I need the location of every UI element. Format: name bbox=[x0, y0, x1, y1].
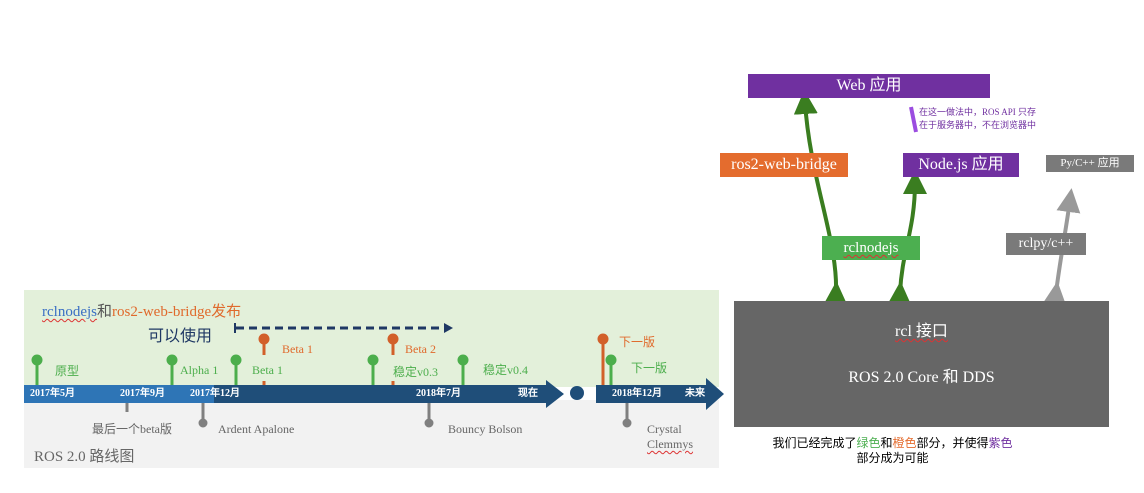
milestone-prototype: 原型 bbox=[55, 364, 80, 378]
pin-next-orange-head bbox=[597, 333, 609, 345]
rcl-label: rcl 接口 bbox=[895, 323, 948, 340]
web-app-box: Web 应用 bbox=[748, 74, 990, 98]
bar-segment-past bbox=[24, 385, 214, 403]
pin-bouncy-head bbox=[424, 418, 434, 428]
pin-ardent-head bbox=[198, 418, 208, 428]
milestone-alpha1: Alpha 1 bbox=[180, 363, 219, 377]
headline-release: 发布 bbox=[211, 304, 242, 320]
pin-beta1-orange-head bbox=[258, 333, 270, 345]
dash-arrow-head bbox=[444, 323, 453, 333]
date-2018-07: 2018年7月 bbox=[416, 388, 461, 399]
date-2017-09: 2017年9月 bbox=[120, 388, 165, 399]
date-future: 未来 bbox=[685, 388, 705, 399]
note-line2: 在于服务器中，不在浏览器中 bbox=[919, 120, 1037, 130]
note-line1: 在这一做法中，ROS API 只存 bbox=[919, 107, 1037, 117]
release-clemmys: Clemmys bbox=[647, 437, 694, 451]
note-bar bbox=[909, 106, 918, 133]
headline-and: 和 bbox=[96, 304, 112, 320]
release-crystal: Crystal bbox=[647, 422, 682, 436]
bar-segment-current bbox=[214, 385, 546, 403]
caption-line1: 我们已经完成了绿色和橙色部分，并使得紫色 bbox=[772, 436, 1013, 450]
pin-alpha1-head bbox=[166, 354, 178, 366]
pin-v04-head bbox=[457, 354, 469, 366]
milestone-beta1-green: Beta 1 bbox=[252, 363, 283, 377]
pin-next-green-head bbox=[605, 354, 617, 366]
bridge-box: ros2-web-bridge bbox=[720, 153, 848, 177]
timeline-title: ROS 2.0 路线图 bbox=[34, 449, 135, 465]
caption-line2: 部分成为可能 bbox=[856, 451, 929, 465]
date-now: 现在 bbox=[518, 388, 538, 399]
core-label: ROS 2.0 Core 和 DDS bbox=[848, 369, 995, 386]
milestone-next-orange: 下一版 bbox=[619, 335, 656, 349]
rclpy-box: rclpy/c++ bbox=[1006, 233, 1086, 255]
pin-crystal-head bbox=[622, 418, 632, 428]
bar-arrow-future bbox=[706, 378, 724, 410]
milestone-beta2: Beta 2 bbox=[405, 342, 436, 356]
bar-segment-future bbox=[596, 385, 708, 403]
pin-beta2-head bbox=[387, 333, 399, 345]
arrow-bridge-web bbox=[793, 90, 848, 306]
pin-prototype-head bbox=[31, 354, 43, 366]
pyc-app-box: Py/C++ 应用 bbox=[1046, 155, 1134, 172]
headline-bridge: ros2-web-bridge bbox=[112, 304, 212, 320]
core-box: rcl 接口 ROS 2.0 Core 和 DDS bbox=[734, 301, 1109, 427]
architecture-note: 在这一做法中，ROS API 只存 在于服务器中，不在浏览器中 bbox=[919, 106, 1036, 132]
bar-arrow-now bbox=[546, 380, 564, 408]
headline: rclnodejs和ros2-web-bridge发布 bbox=[42, 300, 241, 321]
rclnodejs-box: rclnodejs bbox=[822, 236, 920, 260]
release-ardent: Ardent Apalone bbox=[218, 422, 295, 436]
timeline-bottom-panel bbox=[24, 400, 719, 468]
caption: 我们已经完成了绿色和橙色部分，并使得紫色 部分成为可能 bbox=[730, 436, 1055, 466]
date-2017-12: 2017年12月 bbox=[190, 388, 240, 399]
milestone-beta1-orange: Beta 1 bbox=[282, 342, 313, 356]
nodejs-app-box: Node.js 应用 bbox=[903, 153, 1019, 177]
milestone-v04: 稳定v0.4 bbox=[483, 363, 529, 377]
pin-v03-head bbox=[367, 354, 379, 366]
headline-rclnodejs: rclnodejs bbox=[42, 304, 97, 320]
release-last-beta: 最后一个beta版 bbox=[92, 422, 172, 436]
release-bouncy: Bouncy Bolson bbox=[448, 422, 523, 436]
milestone-v03: 稳定v0.3 bbox=[393, 365, 439, 379]
date-2017-05: 2017年5月 bbox=[30, 388, 75, 399]
available-label: 可以使用 bbox=[148, 328, 213, 345]
pin-beta1-green-head bbox=[230, 354, 242, 366]
date-2018-12: 2018年12月 bbox=[612, 388, 662, 399]
bar-dot bbox=[570, 386, 584, 400]
milestone-next-green: 下一版 bbox=[631, 361, 668, 375]
